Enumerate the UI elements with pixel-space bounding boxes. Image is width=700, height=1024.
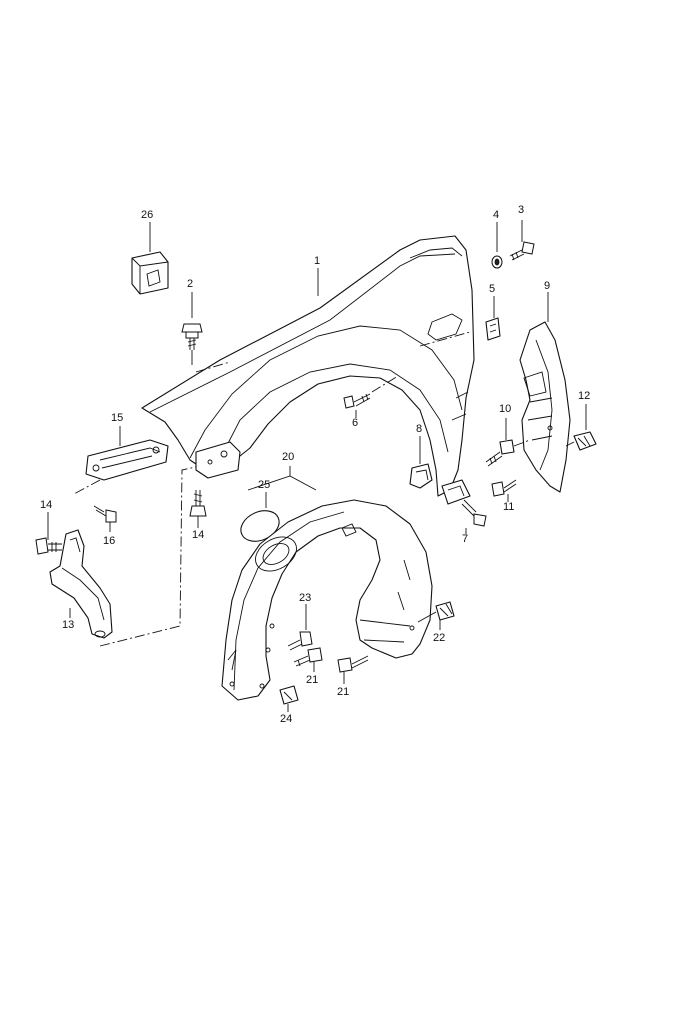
part-3-bolt: [509, 220, 535, 261]
part-24-clip: [279, 685, 299, 712]
part-26-rubber-block: [131, 222, 169, 295]
part-22-clip: [417, 601, 455, 630]
part-12-clip: [565, 404, 597, 451]
callout-14-left: 14: [40, 499, 52, 511]
callout-22: 22: [433, 632, 445, 644]
part-5-clip-nut: [485, 296, 501, 341]
callout-1: 1: [314, 255, 320, 267]
part-9-rear-liner: [519, 292, 571, 493]
part-1-front-fender: [141, 235, 475, 497]
assembly-line-left: [99, 465, 201, 647]
callout-13: 13: [62, 619, 74, 631]
part-2-bolt: [181, 292, 203, 365]
callout-24: 24: [280, 713, 292, 725]
callout-5: 5: [489, 283, 495, 295]
callout-25: 25: [258, 479, 270, 491]
callout-labels: 26 1 2 4 3 5 9 12 10 6 8 11 7 15 20 25 1…: [40, 204, 590, 725]
callout-14-center: 14: [192, 529, 204, 541]
part-21-screw-upper: [293, 647, 323, 672]
callout-7: 7: [462, 533, 468, 545]
wheel-housing-liner: [221, 499, 433, 701]
callout-16: 16: [103, 535, 115, 547]
callout-20: 20: [282, 451, 294, 463]
part-23-screw: [287, 604, 313, 651]
part-14-bolt-left: [35, 512, 62, 555]
callout-26: 26: [141, 209, 153, 221]
callout-2: 2: [187, 278, 193, 290]
part-7-screw: [441, 479, 487, 534]
part-20-bracket: [195, 441, 317, 491]
callout-23: 23: [299, 592, 311, 604]
callout-10: 10: [499, 403, 511, 415]
callout-3: 3: [518, 204, 524, 216]
part-16-screw: [93, 505, 117, 532]
part-14-bolt-center: [189, 490, 207, 528]
callout-15: 15: [111, 412, 123, 424]
part-8-bracket: [409, 436, 433, 489]
callout-8: 8: [416, 423, 422, 435]
callout-4: 4: [493, 209, 499, 221]
callout-11: 11: [503, 501, 514, 513]
part-13-lower-bracket: [49, 529, 113, 639]
part-15-bracket: [73, 426, 169, 495]
callout-6: 6: [352, 417, 358, 429]
part-10-screw: [485, 418, 531, 467]
callout-9: 9: [544, 280, 550, 292]
part-11-screw: [491, 479, 517, 502]
callout-21-lower: 21: [337, 686, 349, 698]
part-6-screw: [343, 375, 399, 418]
assembly-line-fender-edge: [195, 331, 471, 373]
part-4-washer: [491, 222, 503, 269]
callout-12: 12: [578, 390, 590, 402]
callout-21-upper: 21: [306, 674, 318, 686]
part-21-screw-lower: [337, 655, 369, 684]
